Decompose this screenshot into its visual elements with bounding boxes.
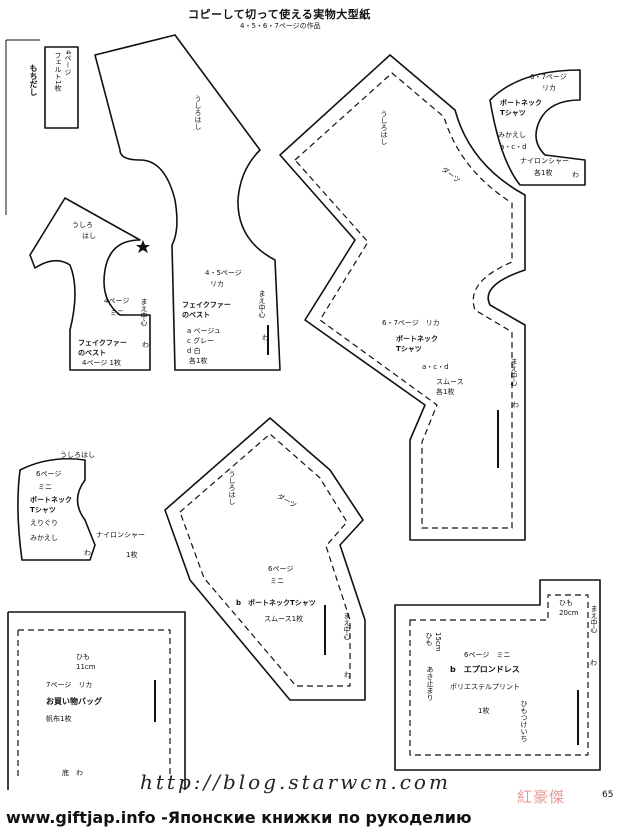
tshirt-mini-back-edge: うしろはし xyxy=(228,470,236,505)
apron-outline xyxy=(394,579,601,771)
apron-qty: 1枚 xyxy=(478,707,490,715)
page-subtitle: 4・5・6・7ページの作品 xyxy=(240,22,321,30)
apron-seam xyxy=(409,594,589,756)
apron-fold: わ xyxy=(590,659,597,667)
collar-rika-name2: Tシャツ xyxy=(500,109,526,117)
collar-rika-fabric: ナイロンシャー xyxy=(520,157,569,165)
tshirt-mini-outline xyxy=(164,417,366,701)
apron-opening-stop: あき止まり xyxy=(426,666,434,701)
site-watermark: www.giftjap.info -Японские книжки по рук… xyxy=(6,808,472,827)
bag-outline xyxy=(7,611,186,790)
tshirt-mini-fabric: スムース1枚 xyxy=(264,615,304,623)
tshirt-mini-center: まえ中心 xyxy=(343,612,351,640)
blog-watermark: http://blog.starwcn.com xyxy=(140,770,451,794)
vest-rika-qty: 各1枚 xyxy=(189,357,208,365)
bag-page: 7ページ リカ xyxy=(46,681,93,689)
vest-rika-outline xyxy=(94,34,281,371)
collar-mini-name1: ボートネック xyxy=(30,496,72,504)
vest-mini-name1: フェイクファー xyxy=(78,339,127,347)
page-title: コピーして切って使える実物大型紙 xyxy=(188,8,371,21)
tshirt-mini-size: ミニ xyxy=(270,577,284,585)
vest-rika-name2: のベスト xyxy=(182,311,211,319)
bag-bottom: 底 xyxy=(62,769,69,777)
tshirt-rika-fabric: スムース xyxy=(436,378,464,386)
apron-strap-position: ひもつけいち xyxy=(520,700,528,742)
apron-page: 6ページ ミニ xyxy=(464,651,511,659)
vest-rika-fold: わ xyxy=(262,334,269,342)
tshirt-mini-fold: わ xyxy=(344,671,351,679)
tshirt-rika-seam xyxy=(294,72,513,529)
tshirt-rika-outline xyxy=(279,54,526,541)
stamp-watermark: 紅豪傑 xyxy=(517,788,566,806)
tshirt-mini-page: 6ページ xyxy=(268,565,294,573)
collar-rika-size: リカ xyxy=(542,84,556,92)
collar-rika-variants: a・c・d xyxy=(500,143,527,151)
vest-rika-size: リカ xyxy=(210,280,224,288)
vest-rika-center: まえ中心 xyxy=(258,290,266,318)
tshirt-rika-qty: 各1枚 xyxy=(436,388,455,396)
tshirt-rika-name1: ボートネック xyxy=(396,335,438,343)
collar-rika-outline xyxy=(489,69,586,186)
tshirt-rika-variants: a・c・d xyxy=(422,363,449,371)
tshirt-rika-back-edge: うしろはし xyxy=(380,110,388,145)
tshirt-rika-page: 6・7ページ リカ xyxy=(382,319,440,327)
tshirt-rika-center: まえ中心 xyxy=(510,358,518,386)
vest-mini-page: 4ページ xyxy=(104,297,130,305)
bag-strap: ひも xyxy=(76,653,90,661)
page-number: 65 xyxy=(602,790,614,800)
bag-fold: わ xyxy=(76,769,83,777)
vest-mini-name2: のベスト xyxy=(78,349,107,357)
bag-name: お買い物バッグ xyxy=(46,697,102,706)
bag-fabric: 帆布1枚 xyxy=(46,715,72,723)
vest-mini-center: まえ中心 xyxy=(140,298,148,326)
strip-mochidashi: もちだし xyxy=(29,64,38,96)
collar-mini-outline xyxy=(17,457,96,561)
apron-fabric: ポリエステルプリント xyxy=(450,683,520,691)
vest-mini-hashi: はし xyxy=(82,232,96,240)
tshirt-rika-fold: わ xyxy=(512,401,519,409)
apron-name: b エプロンドレス xyxy=(450,665,520,674)
collar-mini-back-edge: うしろはし xyxy=(60,451,95,459)
collar-rika-qty: 各1枚 xyxy=(534,169,553,177)
tshirt-mini-seam xyxy=(179,433,351,687)
bag-seam xyxy=(17,629,171,778)
apron-strap2-length: 20cm xyxy=(559,609,579,617)
vest-rika-back-edge: うしろはし xyxy=(194,95,202,130)
collar-mini-fold: わ xyxy=(84,549,91,557)
vest-mini-ushiro: うしろ xyxy=(72,221,93,229)
strip-piece-outline xyxy=(44,46,79,129)
vest-rika-name1: フェイクファー xyxy=(182,301,231,309)
tshirt-rika-name2: Tシャツ xyxy=(396,345,422,353)
vest-mini-size: ミニ xyxy=(110,309,124,317)
strip-felt: フェルト1枚 xyxy=(54,52,62,92)
vest-mini-qty: 4ページ 1枚 xyxy=(82,359,121,367)
collar-mini-name2: Tシャツ xyxy=(30,506,56,514)
collar-rika-page: 6・7ページ xyxy=(530,73,567,81)
vest-rika-var-d: d 白 xyxy=(187,347,201,355)
apron-strap1-length: 15cm xyxy=(434,632,442,652)
collar-rika-facing: みかえし xyxy=(498,131,526,139)
collar-mini-facing: みかえし xyxy=(30,534,58,542)
collar-mini-fabric: ナイロンシャー xyxy=(96,531,145,539)
bag-strap-length: 11cm xyxy=(76,663,96,671)
vest-rika-page: 4・5ページ xyxy=(205,269,242,277)
collar-mini-qty: 1枚 xyxy=(126,551,138,559)
collar-rika-fold: わ xyxy=(572,171,579,179)
star-mark-icon xyxy=(136,240,150,253)
apron-center: まえ中心 xyxy=(590,605,598,633)
vest-mini-outline xyxy=(29,197,151,371)
apron-strap2: ひも xyxy=(559,599,573,607)
vest-mini-fold: わ xyxy=(142,341,149,349)
vest-rika-var-a: a ベージュ xyxy=(187,327,221,335)
collar-rika-name1: ボートネック xyxy=(500,99,542,107)
collar-mini-page: 6ページ xyxy=(36,470,62,478)
collar-mini-size: ミニ xyxy=(38,483,52,491)
collar-mini-neckline: えりぐり xyxy=(30,519,58,527)
tshirt-mini-name: b ボートネックTシャツ xyxy=(236,599,316,607)
apron-strap1: ひも xyxy=(425,632,433,646)
strip-page-ref: 4ページ xyxy=(64,50,72,76)
vest-rika-var-c: c グレー xyxy=(187,337,215,345)
